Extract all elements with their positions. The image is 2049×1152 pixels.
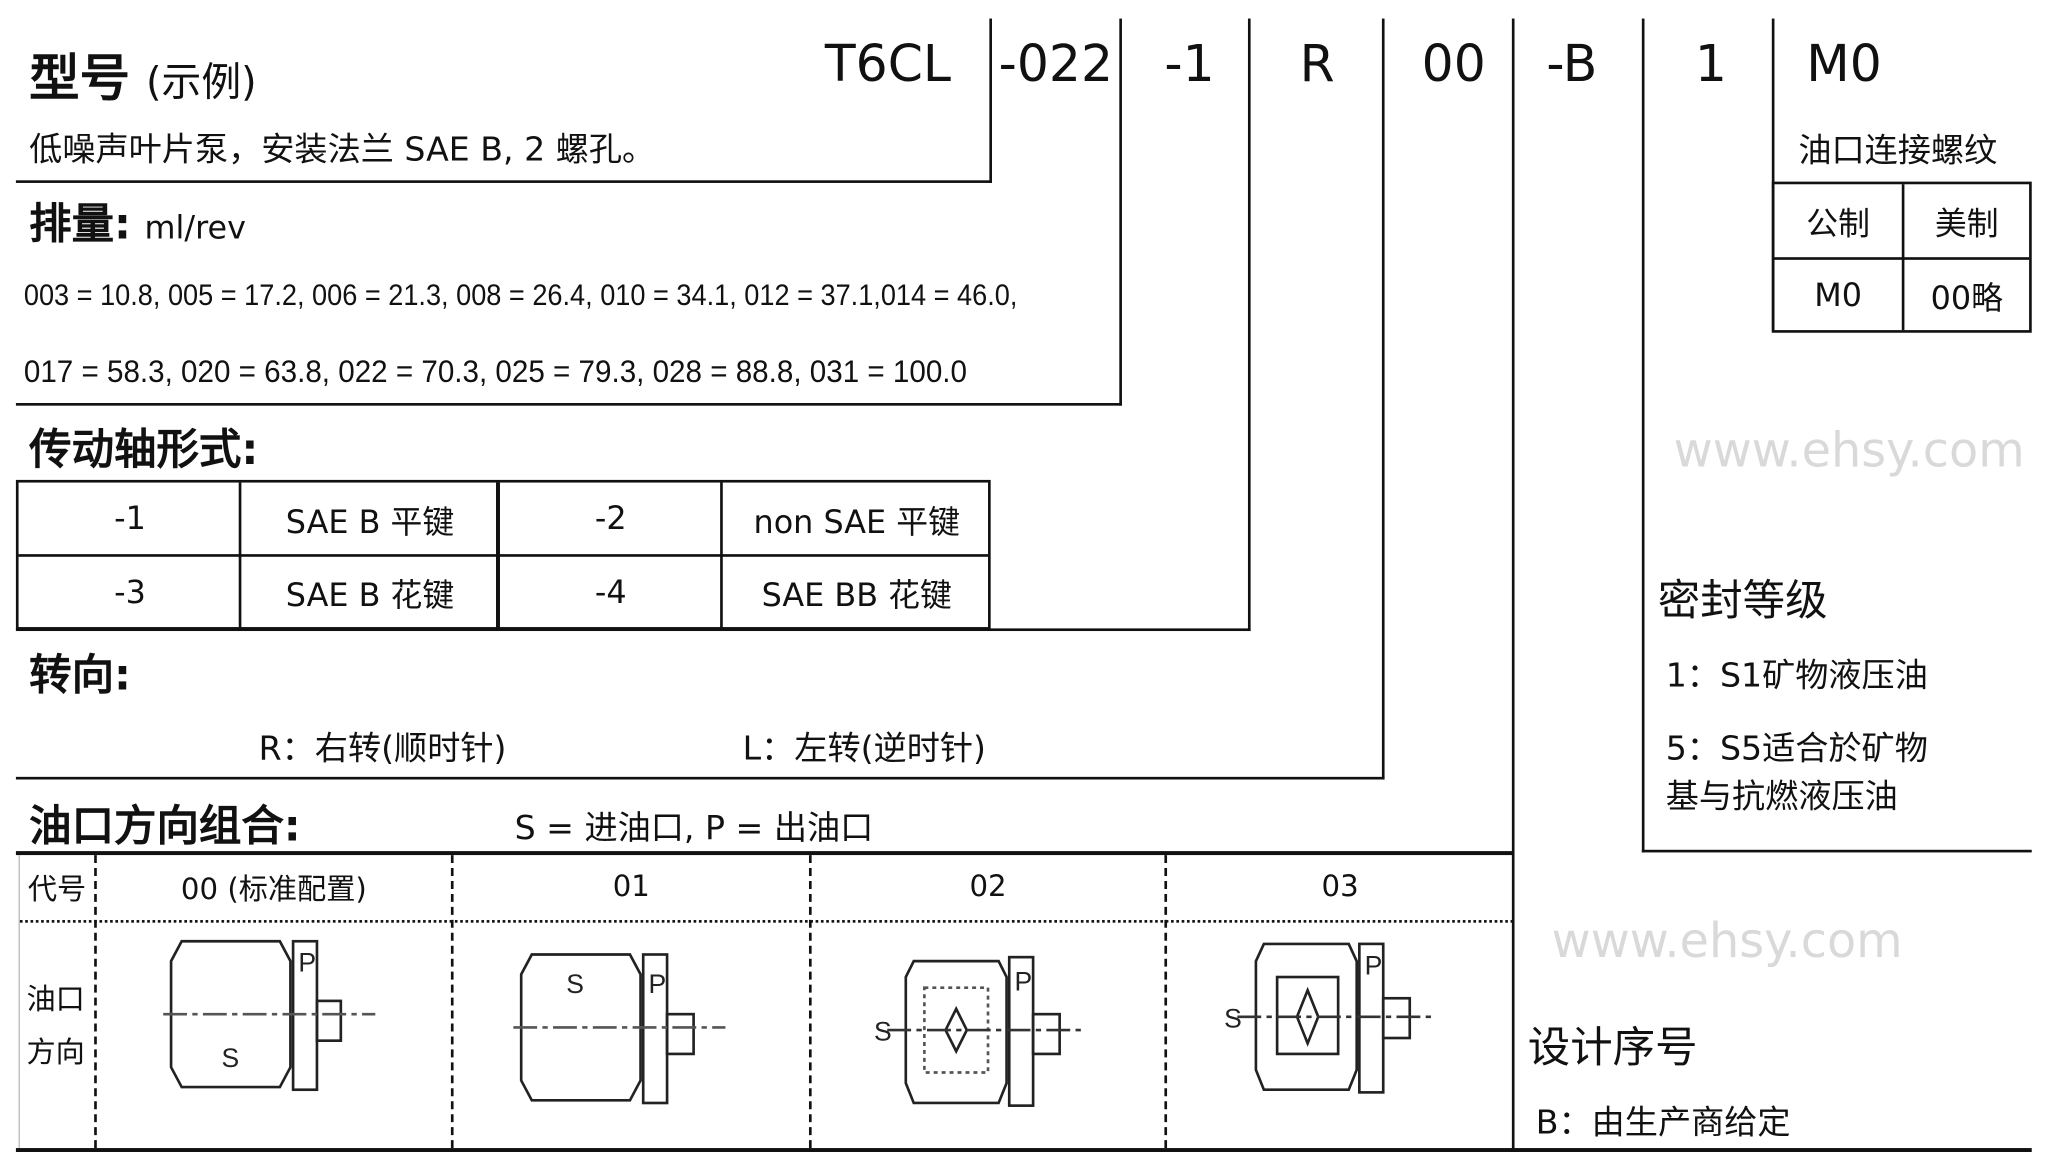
port-s-label: S (221, 1043, 239, 1073)
divider (15, 776, 1385, 780)
code-rotation: R (1299, 34, 1335, 93)
ports-label: 油口方向组合: (29, 800, 301, 852)
divider (15, 628, 1251, 632)
page-title: 型号 (示例) (29, 37, 256, 110)
divider (1381, 18, 1385, 780)
divider (1119, 18, 1122, 406)
divider (1511, 18, 1515, 1152)
code-displacement: -022 (998, 34, 1114, 93)
shaft-type: SAE BB 花键 (761, 576, 952, 614)
divider (15, 403, 1122, 406)
displacement-unit: ml/rev (144, 209, 246, 247)
seal-option-5: 5：S5适合於矿物 (1665, 729, 1928, 768)
divider (1641, 18, 1645, 853)
orientation-row-header: 油口方向 (26, 983, 85, 1070)
port-s-label: S (874, 1017, 892, 1047)
thread-value-unc: 00略 (1930, 279, 2003, 317)
divider (15, 1148, 2032, 1152)
code-design: -B (1546, 34, 1598, 93)
divider (1771, 18, 1775, 332)
port-p-label: P (298, 948, 316, 978)
port-p-label: P (1365, 950, 1383, 980)
model-description: 低噪声叶片泵，安装法兰 SAE B, 2 螺孔。 (29, 129, 656, 169)
port-column-header: 01 (612, 870, 650, 904)
divider (15, 180, 992, 183)
code-thread: M0 (1806, 34, 1882, 93)
divider (1641, 849, 2032, 853)
design-label: 设计序号 (1527, 1022, 1698, 1073)
code-shaft: -1 (1164, 34, 1215, 93)
pump-diagram-03: S P (1224, 942, 1431, 1094)
seal-label: 密封等级 (1657, 575, 1828, 626)
port-s-label: S (1224, 1003, 1242, 1033)
port-column-header: 03 (1321, 870, 1359, 904)
seal-option-5-cont: 基与抗燃液压油 (1665, 776, 1898, 816)
port-p-label: P (649, 969, 667, 999)
divider (1901, 184, 1905, 331)
rotation-label: 转向: (29, 649, 132, 700)
port-s-label: S (566, 969, 584, 999)
watermark: www.ehsy.com (1673, 424, 2025, 479)
port-column-header: 02 (969, 870, 1007, 904)
divider (18, 554, 989, 557)
port-p-label: P (1015, 966, 1033, 996)
pump-diagram-02: S P (874, 955, 1081, 1107)
code-column-header: 代号 (27, 872, 87, 906)
title-note: (示例) (146, 59, 257, 107)
thread-header-metric: 公制 (1806, 205, 1870, 243)
shaft-table: -1 SAE B 平键 -2 non SAE 平键 -3 SAE B 花键 -4… (15, 479, 991, 630)
seal-option-1: 1：S1矿物液压油 (1665, 656, 1928, 695)
divider (1164, 855, 1168, 1149)
displacement-values-line2: 017 = 58.3, 020 = 63.8, 022 = 70.3, 025 … (23, 353, 967, 390)
thread-header-unc: 美制 (1934, 205, 1999, 243)
divider (989, 18, 992, 183)
divider (808, 855, 812, 1149)
divider (450, 855, 454, 1149)
shaft-type: SAE B 平键 (285, 503, 455, 541)
code-port-orientation: 00 (1421, 34, 1486, 93)
shaft-code: -1 (114, 499, 146, 537)
divider (15, 851, 1515, 856)
code-seal: 1 (1694, 34, 1727, 93)
ports-legend: S = 进油口, P = 出油口 (514, 808, 874, 848)
port-column-header: 00 (标准配置) (180, 873, 367, 907)
thread-label: 油口连接螺纹 (1798, 131, 1998, 170)
shaft-type: non SAE 平键 (753, 503, 960, 541)
divider (1774, 257, 2030, 260)
code-series: T6CL (824, 34, 952, 93)
shaft-code: -2 (594, 499, 627, 537)
divider (1247, 18, 1251, 632)
rotation-right: R：右转(顺时针) (258, 729, 507, 768)
divider (19, 920, 1514, 923)
displacement-label: 排量: ml/rev (29, 191, 246, 252)
displacement-values-line1: 003 = 10.8, 005 = 17.2, 006 = 21.3, 008 … (23, 278, 1018, 312)
thread-value-metric: M0 (1814, 276, 1862, 314)
pump-diagram-00: P S (163, 939, 376, 1092)
shaft-label: 传动轴形式: (29, 424, 259, 475)
shaft-type: SAE B 花键 (285, 576, 455, 614)
shaft-code: -3 (114, 573, 146, 611)
port-orientation-table: 代号 油口方向 00 (标准配置) 01 02 03 P S S P (18, 855, 1514, 1149)
watermark: www.ehsy.com (1551, 914, 1903, 970)
rotation-left: L：左转(逆时针) (742, 729, 986, 768)
shaft-code: -4 (594, 573, 627, 611)
title-text: 型号 (29, 49, 130, 108)
displacement-title: 排量: (29, 198, 132, 250)
pump-diagram-01: S P (513, 953, 726, 1105)
thread-table: 公制 美制 M0 00略 (1771, 181, 2032, 333)
design-option-b: B：由生产商给定 (1535, 1102, 1791, 1142)
divider (94, 855, 97, 1149)
